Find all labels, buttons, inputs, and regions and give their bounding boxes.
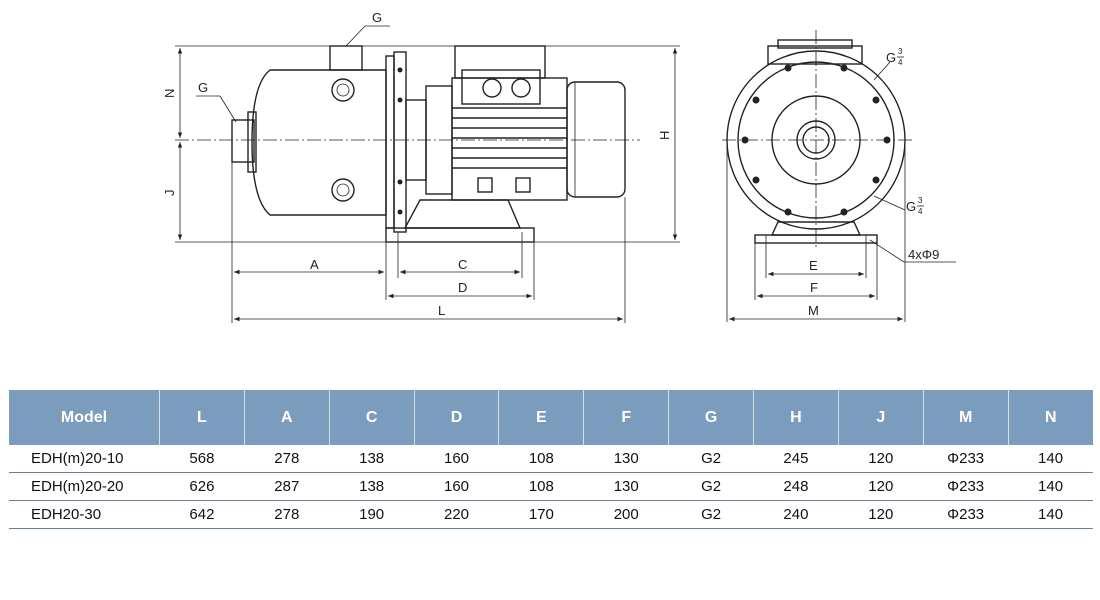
cell-N: 140 bbox=[1008, 500, 1093, 529]
header-H: H bbox=[753, 390, 839, 445]
header-J: J bbox=[838, 390, 924, 445]
cell-N: 140 bbox=[1008, 472, 1093, 501]
table-row: EDH20-30 642 278 190 220 170 200 G2 240 … bbox=[9, 500, 1093, 529]
motor-fins bbox=[452, 107, 567, 169]
pump-dimension-drawing: N J H A C D L G G bbox=[162, 10, 956, 323]
cell-M: Φ233 bbox=[923, 472, 1009, 501]
dimension-table: Model L A C D E F G H J M N EDH(m)20-10 … bbox=[9, 390, 1093, 529]
cell-D: 160 bbox=[414, 472, 499, 501]
table-header-row: Model L A C D E F G H J M N bbox=[9, 390, 1093, 445]
table-row: EDH(m)20-20 626 287 138 160 108 130 G2 2… bbox=[9, 472, 1093, 501]
header-C: C bbox=[329, 390, 415, 445]
g34-bottom-fraction-den: 4 bbox=[918, 207, 923, 216]
cell-M: Φ233 bbox=[923, 500, 1009, 529]
cell-E: 170 bbox=[498, 500, 584, 529]
cell-M: Φ233 bbox=[923, 445, 1009, 473]
cell-H: 240 bbox=[753, 500, 839, 529]
cell-E: 108 bbox=[498, 445, 584, 473]
cell-H: 248 bbox=[753, 472, 839, 501]
header-M: M bbox=[923, 390, 1009, 445]
cell-H: 245 bbox=[753, 445, 839, 473]
cell-E: 108 bbox=[498, 472, 584, 501]
cell-A: 278 bbox=[244, 445, 330, 473]
dim-F-label: F bbox=[810, 280, 818, 295]
cell-model: EDH(m)20-10 bbox=[9, 445, 160, 473]
header-A: A bbox=[244, 390, 330, 445]
dim-L-label: L bbox=[438, 303, 445, 318]
cell-A: 278 bbox=[244, 500, 330, 529]
dim-N-label: N bbox=[162, 89, 177, 98]
dim-A-label: A bbox=[310, 257, 319, 272]
header-N: N bbox=[1008, 390, 1093, 445]
dim-D-label: D bbox=[458, 280, 467, 295]
cell-model: EDH(m)20-20 bbox=[9, 472, 160, 501]
header-L: L bbox=[159, 390, 245, 445]
cell-G: G2 bbox=[668, 472, 754, 501]
end-view: E F M G 3 4 G 3 4 4xΦ9 bbox=[722, 30, 956, 322]
cell-L: 626 bbox=[159, 472, 245, 501]
dim-J-label: J bbox=[162, 190, 177, 197]
dim-H-label: H bbox=[657, 131, 672, 140]
dim-G34-bottom-label: G bbox=[906, 199, 916, 214]
dim-C-label: C bbox=[458, 257, 467, 272]
header-G: G bbox=[668, 390, 755, 445]
header-E: E bbox=[498, 390, 585, 445]
cell-J: 120 bbox=[838, 472, 924, 501]
cell-N: 140 bbox=[1008, 445, 1093, 473]
dim-G-left-label: G bbox=[198, 80, 208, 95]
dim-G-top-label: G bbox=[372, 10, 382, 25]
cell-G: G2 bbox=[668, 445, 754, 473]
cell-C: 138 bbox=[329, 472, 415, 501]
mounting-holes-label: 4xΦ9 bbox=[908, 247, 939, 262]
cell-J: 120 bbox=[838, 445, 924, 473]
cell-F: 130 bbox=[583, 472, 669, 501]
cell-G: G2 bbox=[668, 500, 754, 529]
g34-bottom-fraction-num: 3 bbox=[918, 196, 923, 205]
dim-E-label: E bbox=[809, 258, 818, 273]
g34-top-fraction-num: 3 bbox=[898, 47, 903, 56]
cell-L: 568 bbox=[159, 445, 245, 473]
cell-A: 287 bbox=[244, 472, 330, 501]
side-view: N J H A C D L G G bbox=[162, 10, 680, 323]
cell-L: 642 bbox=[159, 500, 245, 529]
cell-model: EDH20-30 bbox=[9, 500, 160, 529]
cell-D: 220 bbox=[414, 500, 499, 529]
dim-G34-top-label: G bbox=[886, 50, 896, 65]
cell-F: 130 bbox=[583, 445, 669, 473]
header-F: F bbox=[583, 390, 670, 445]
cell-C: 138 bbox=[329, 445, 415, 473]
g34-top-fraction-den: 4 bbox=[898, 58, 903, 67]
cell-D: 160 bbox=[414, 445, 499, 473]
cell-C: 190 bbox=[329, 500, 415, 529]
header-model: Model bbox=[9, 390, 160, 445]
table-row: EDH(m)20-10 568 278 138 160 108 130 G2 2… bbox=[9, 445, 1093, 473]
dim-M-label: M bbox=[808, 303, 819, 318]
cell-F: 200 bbox=[583, 500, 669, 529]
cell-J: 120 bbox=[838, 500, 924, 529]
header-D: D bbox=[414, 390, 500, 445]
